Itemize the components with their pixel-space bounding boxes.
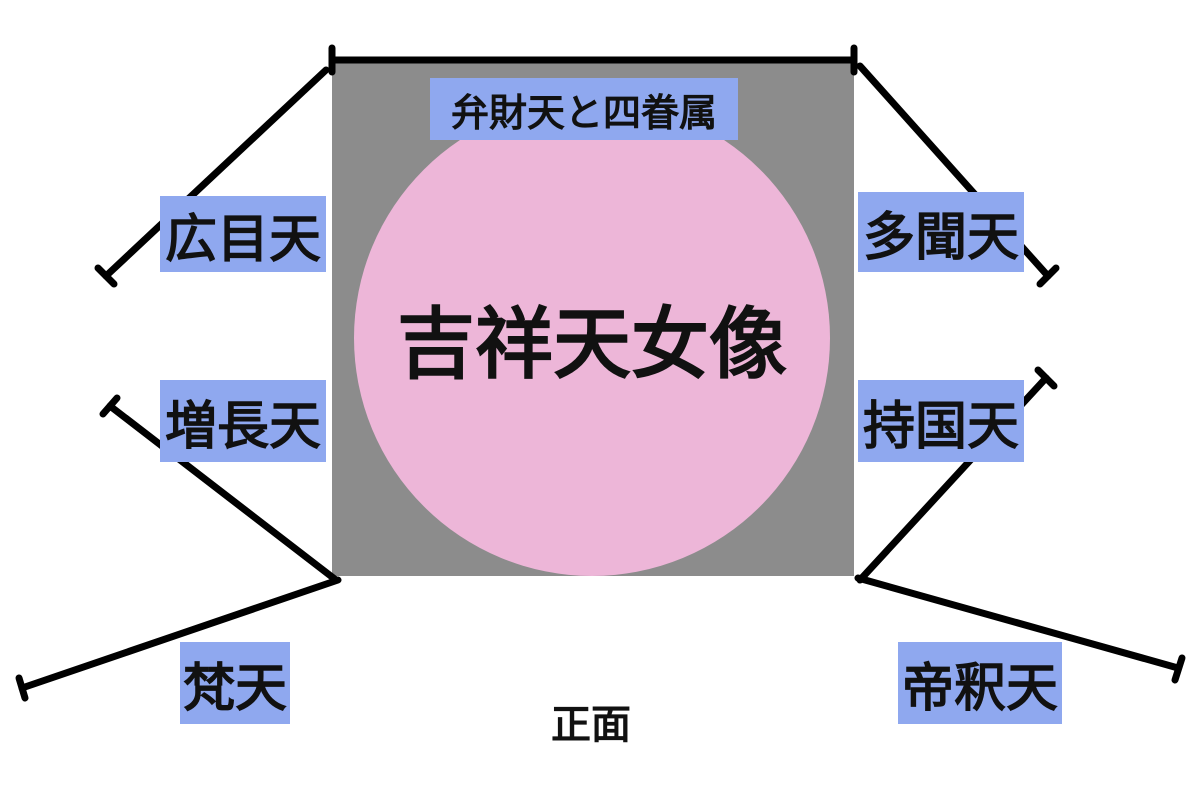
label-center: 吉祥天女像 (396, 300, 787, 390)
tick-right-lower (1034, 366, 1058, 390)
line-left-upper (102, 66, 330, 280)
label-front: 正面 (551, 702, 631, 748)
tick-left-lower (99, 394, 121, 418)
label-bottom-right: 帝釈天 (898, 642, 1062, 724)
label-left-lower: 増長天 (160, 380, 326, 462)
label-top: 弁財天と四眷属 (430, 78, 738, 140)
label-right-upper: 多聞天 (858, 192, 1024, 272)
tick-right-upper (1036, 264, 1060, 288)
label-left-upper: 広目天 (160, 196, 326, 272)
line-left-lower (106, 402, 340, 584)
label-bottom-left: 梵天 (180, 642, 290, 724)
tick-bottom-right (1171, 654, 1186, 684)
line-bottom-left (18, 576, 342, 692)
tick-left-upper (94, 264, 118, 288)
central-circle (354, 100, 830, 576)
tick-bottom-left (15, 674, 29, 702)
label-right-lower: 持国天 (858, 380, 1024, 462)
line-bottom-right (854, 574, 1182, 672)
